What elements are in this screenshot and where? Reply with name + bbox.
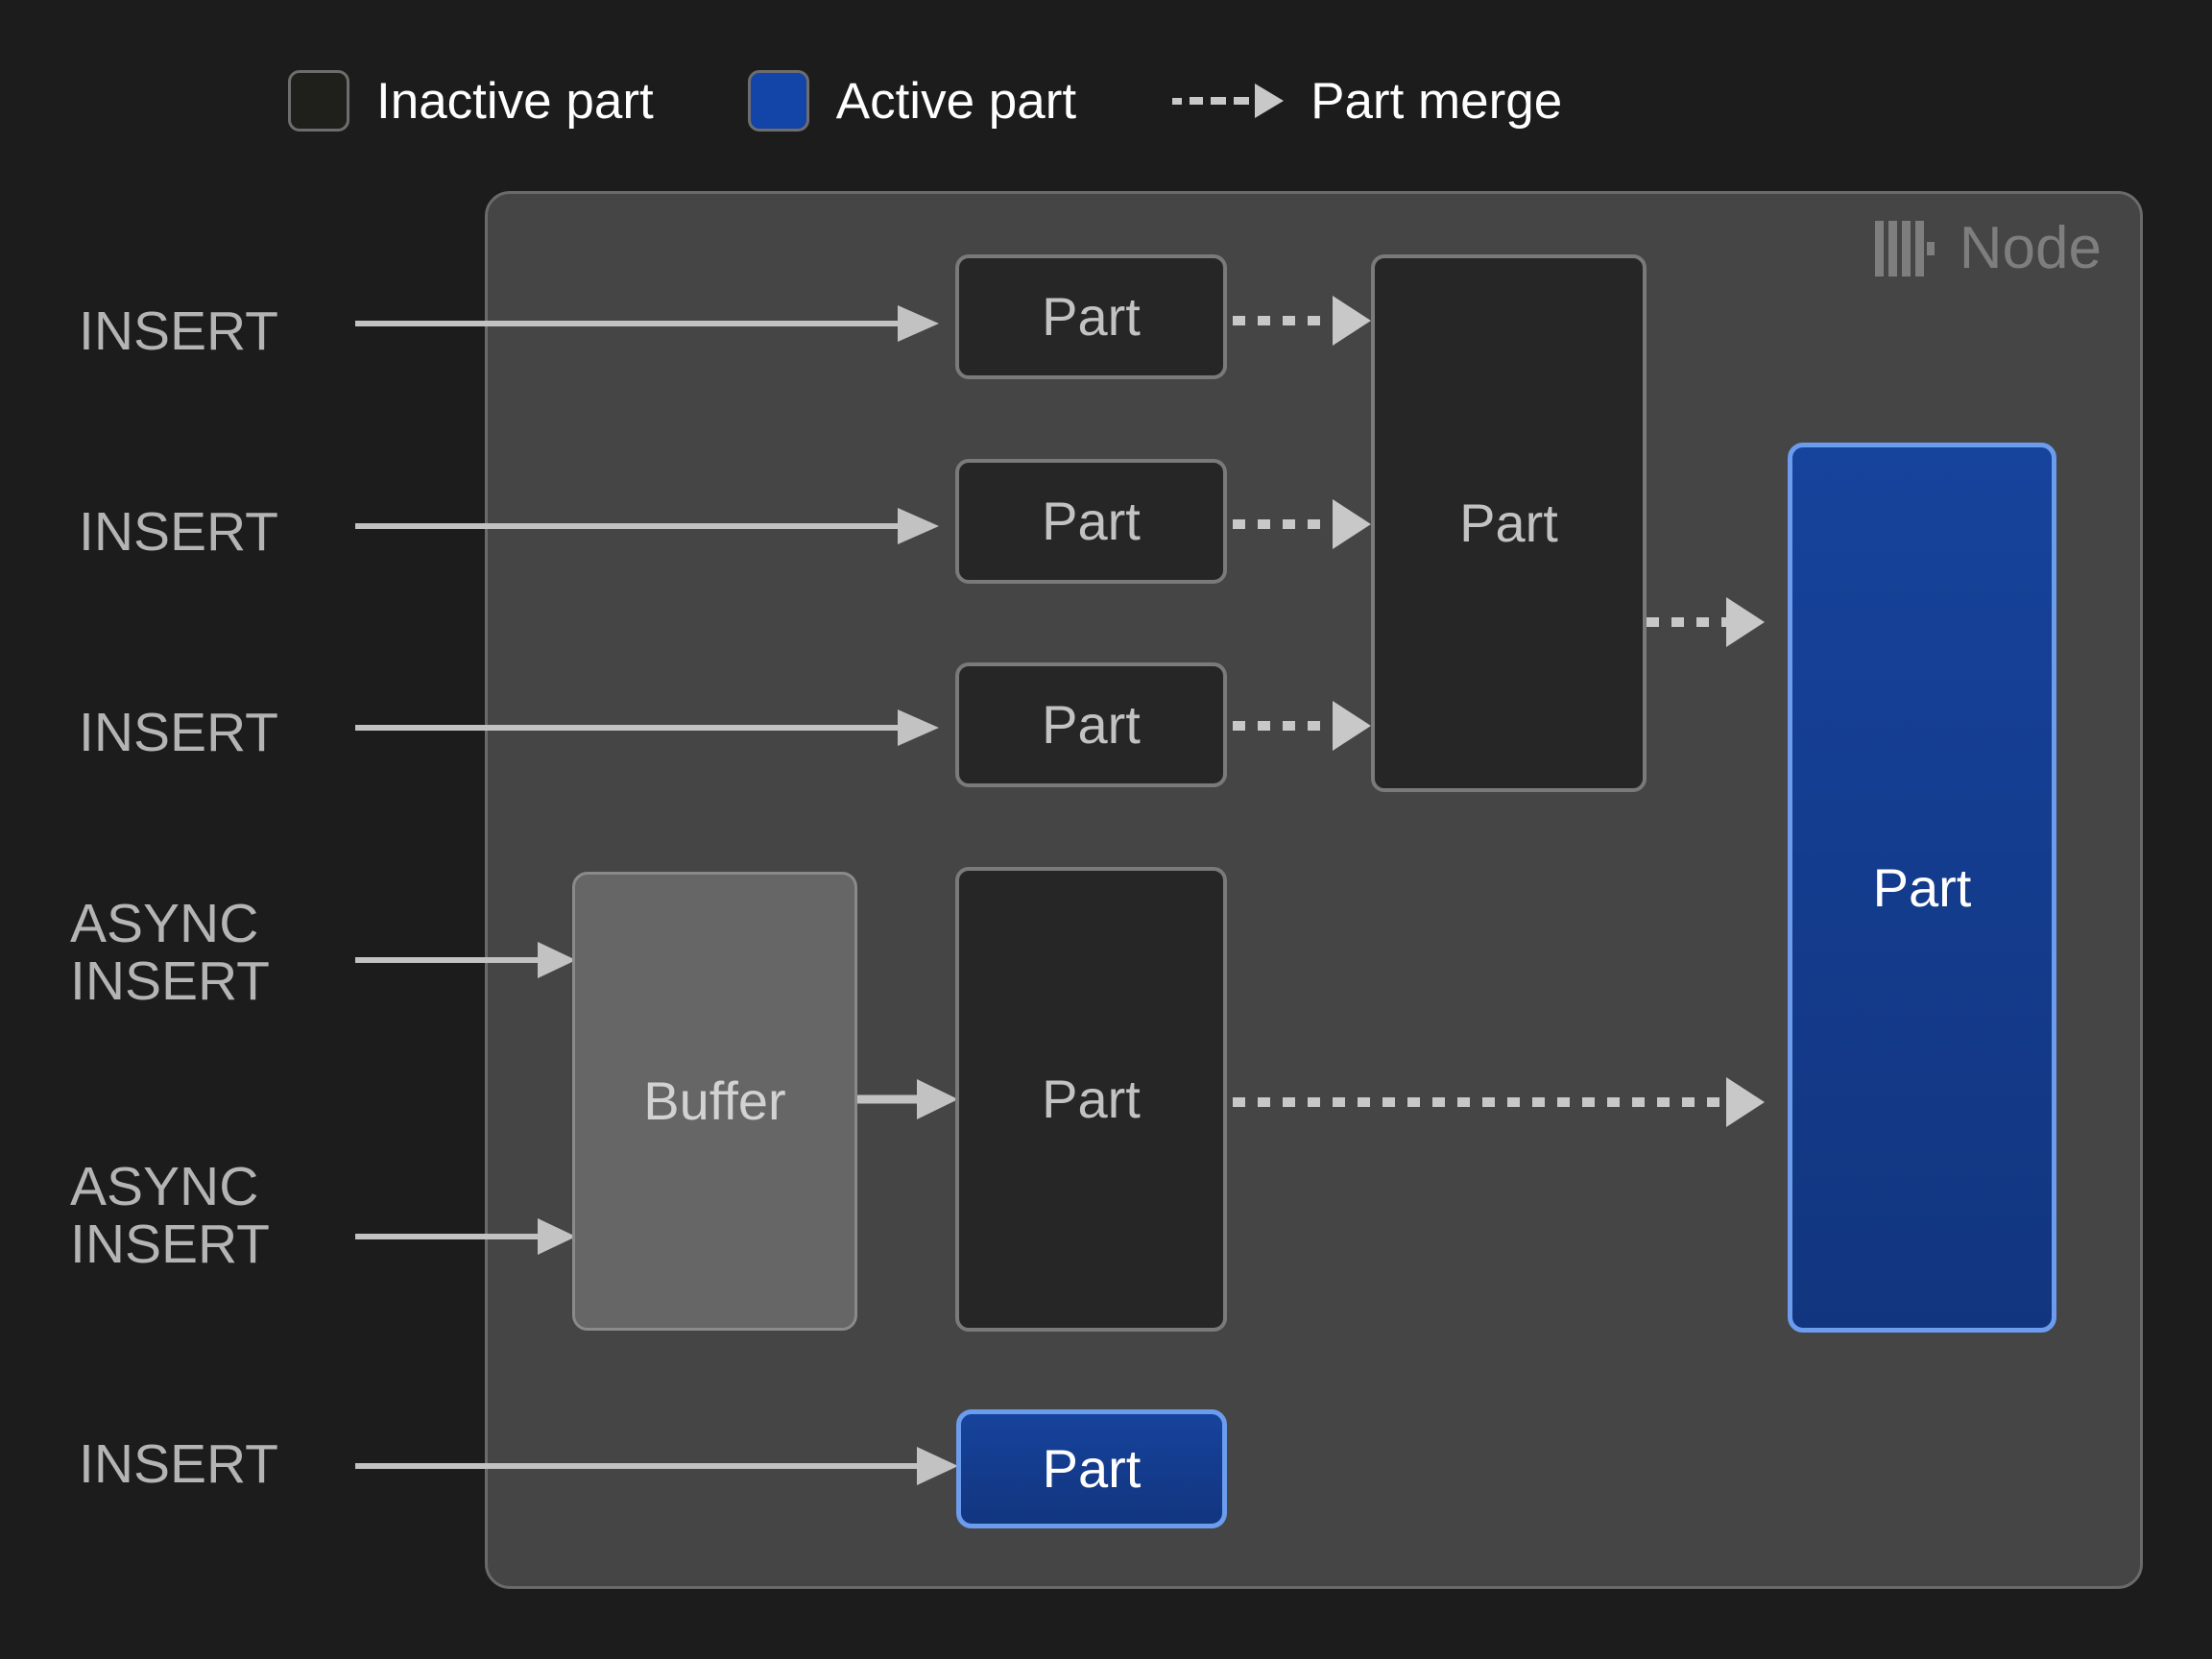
part-box-row-3-label: Part — [1042, 694, 1141, 755]
part-box-merged-label: Part — [1459, 493, 1558, 553]
part-box-row-3[interactable]: Part — [955, 662, 1227, 787]
part-box-final-active-label: Part — [1872, 856, 1972, 918]
legend-label-active-part: Active part — [835, 72, 1077, 130]
legend: Inactive part Active part Part merge — [288, 60, 1562, 142]
part-box-insert-direct[interactable]: Part — [956, 1409, 1227, 1528]
node-label-text: Node — [1959, 215, 2102, 281]
inactive-part-swatch-icon — [288, 70, 349, 132]
part-box-row-1[interactable]: Part — [955, 254, 1227, 379]
legend-item-active-part: Active part — [747, 70, 1077, 132]
part-box-merged[interactable]: Part — [1371, 254, 1647, 792]
buffer-box[interactable]: Buffer — [572, 872, 857, 1331]
dashed-arrow-icon — [1172, 84, 1285, 118]
part-box-row-2-label: Part — [1042, 491, 1141, 551]
part-box-from-buffer-label: Part — [1042, 1069, 1141, 1129]
clickhouse-logo-icon — [1874, 221, 1935, 276]
legend-item-part-merge: Part merge — [1170, 76, 1562, 127]
buffer-box-label: Buffer — [643, 1070, 786, 1131]
part-box-row-1-label: Part — [1042, 286, 1141, 347]
part-box-from-buffer[interactable]: Part — [955, 867, 1227, 1332]
edge-label-insert-1: INSERT — [79, 301, 278, 362]
edge-label-async-insert-1: ASYNC INSERT — [70, 893, 270, 1013]
node-label-group: Node — [1874, 215, 2102, 281]
legend-item-inactive-part: Inactive part — [288, 70, 654, 132]
edge-label-insert-2: INSERT — [79, 501, 278, 563]
part-box-insert-direct-label: Part — [1042, 1438, 1142, 1499]
active-part-swatch-icon — [747, 70, 809, 132]
part-box-row-2[interactable]: Part — [955, 459, 1227, 584]
edge-label-insert-4: INSERT — [79, 1433, 278, 1495]
part-box-final-active[interactable]: Part — [1788, 443, 2056, 1333]
edge-label-async-insert-2: ASYNC INSERT — [70, 1156, 270, 1276]
legend-label-part-merge: Part merge — [1310, 72, 1563, 130]
legend-label-inactive-part: Inactive part — [376, 72, 654, 130]
edge-label-insert-3: INSERT — [79, 702, 278, 763]
